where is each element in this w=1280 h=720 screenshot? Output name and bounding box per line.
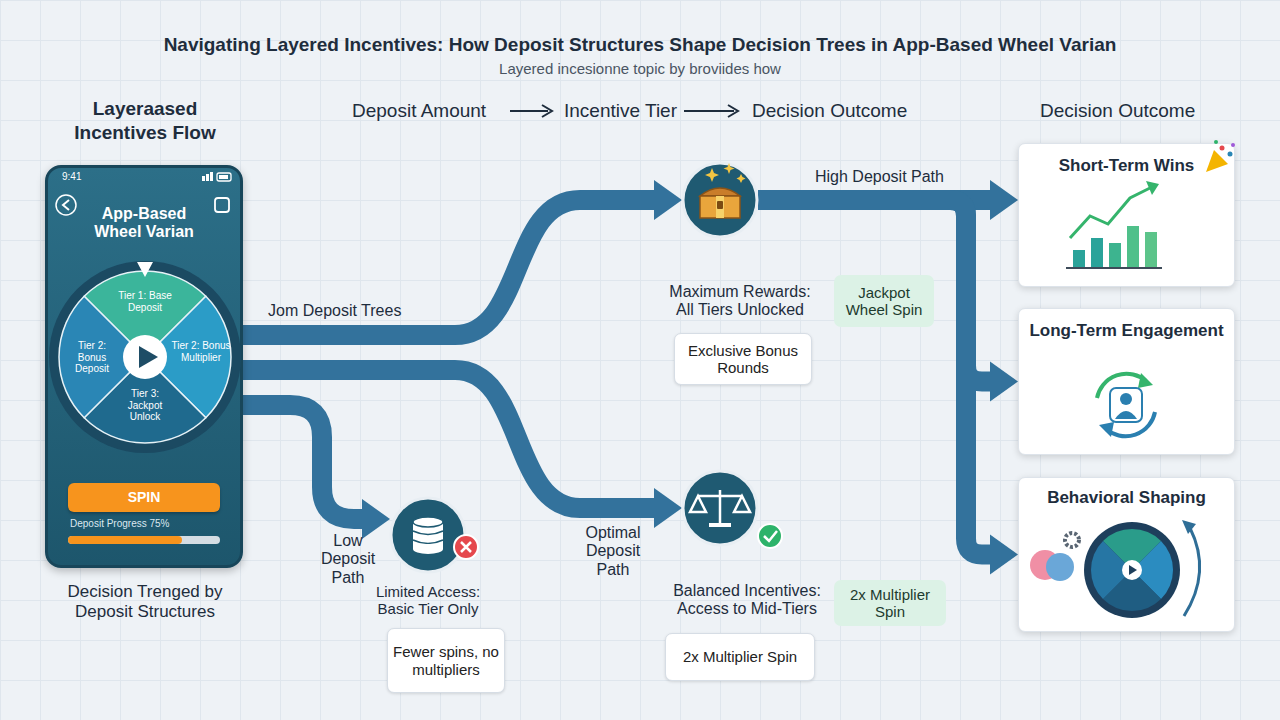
reward-tag: Jackpot Wheel Spin — [834, 275, 934, 327]
phone-frame: App-Based Wheel VarianTier 1: Base Depos… — [45, 165, 243, 568]
node-text: Limited Access: Basic Tier Only — [363, 583, 493, 618]
text-label: Incentive Tier — [564, 100, 684, 122]
node-text: Tier 2: Bonus Deposit — [63, 340, 121, 375]
circle-graphic — [390, 497, 466, 573]
diagram-title: Navigating Layered Incentives: How Depos… — [0, 34, 1280, 56]
node-text: Short-Term Wins — [1019, 156, 1234, 176]
outcome-card: Behavioral Shaping — [1018, 477, 1235, 632]
flow-connector — [243, 180, 682, 335]
arrow-head — [654, 180, 682, 220]
edge-label: Low Deposit Path — [316, 532, 380, 587]
arrow-line — [684, 110, 734, 112]
flow-band — [243, 405, 362, 519]
node-text: Behavioral Shaping — [1019, 488, 1234, 508]
approve-badge — [758, 524, 782, 548]
node-text: App-Based Wheel Varian — [79, 205, 209, 242]
arrow-head — [990, 535, 1018, 575]
flow-band — [243, 200, 654, 335]
header-arrow — [510, 105, 552, 117]
text-label: Layeraased Incentives Flow — [60, 97, 230, 145]
outcome-card: Long-Term Engagement — [1018, 308, 1235, 455]
node-text: Fewer spins, no multipliers — [392, 643, 500, 678]
note-box: Exclusive Bonus Rounds — [674, 333, 812, 385]
note-box: 2x Multiplier Spin — [665, 633, 815, 681]
node-text: Jackpot Wheel Spin — [838, 284, 930, 319]
text-label: Deposit Progress 75% — [70, 518, 220, 530]
flow-connector — [758, 200, 1018, 575]
flow-band — [243, 370, 654, 508]
node-text: 2x Multiplier Spin — [838, 586, 942, 621]
text-label: 9:41 — [62, 171, 102, 183]
wheel-rim — [49, 261, 241, 453]
text-label: Deposit Amount — [352, 100, 512, 122]
node-text: Balanced Incentives: Access to Mid-Tiers — [662, 582, 832, 619]
flow-connector — [243, 405, 390, 539]
badge-check — [764, 531, 777, 541]
node-text: Tier 3: Jackpot Unlock — [115, 388, 175, 423]
node-text: Exclusive Bonus Rounds — [679, 342, 807, 377]
circle-graphic — [682, 470, 758, 546]
edge-label: Optimal Deposit Path — [573, 524, 653, 579]
header-arrow — [684, 105, 738, 117]
outcome-card: Short-Term Wins — [1018, 143, 1235, 287]
circle-graphic — [682, 162, 758, 238]
text-label: Decision Trenged by Deposit Structures — [45, 582, 245, 621]
arrow-head — [542, 105, 552, 117]
spin-button: SPIN — [68, 483, 220, 512]
arrow-line — [510, 110, 548, 112]
arrow-head — [654, 488, 682, 528]
text-label: Decision Outcome — [752, 100, 932, 122]
arrow-head — [362, 499, 390, 539]
circle-outline — [391, 498, 465, 572]
node-text: 2x Multiplier Spin — [683, 648, 797, 665]
arrow-head — [990, 362, 1018, 402]
edge-label: High Deposit Path — [815, 168, 965, 186]
node-text: Tier 1: Base Deposit — [115, 290, 175, 313]
text-label: Layered incesionne topic by broviides ho… — [340, 60, 940, 77]
path-circle: Limited Access: Basic Tier Only — [390, 497, 466, 573]
path-circle: Maximum Rewards: All Tiers Unlocked — [682, 162, 758, 238]
node-text: Long-Term Engagement — [1019, 321, 1234, 341]
node-text: SPIN — [128, 489, 161, 505]
circle-outline — [683, 163, 757, 237]
text-label: Decision Outcome — [1040, 100, 1220, 122]
node-text: Maximum Rewards: All Tiers Unlocked — [660, 283, 820, 320]
edge-label: Jom Deposit Trees — [268, 302, 438, 320]
flow-connector — [243, 370, 682, 528]
prize-wheel: Tier 1: Base DepositTier 2: Bonus Deposi… — [48, 260, 242, 454]
note-box: Fewer spins, no multipliers — [387, 628, 505, 693]
arrow-head — [990, 180, 1018, 220]
badge-circle — [758, 524, 782, 548]
node-text: Tier 2: Bonus Multiplier — [170, 340, 232, 363]
reward-tag: 2x Multiplier Spin — [834, 580, 946, 626]
path-circle: Balanced Incentives: Access to Mid-Tiers — [682, 470, 758, 546]
circle-outline — [683, 471, 757, 545]
arrow-head — [728, 105, 738, 117]
